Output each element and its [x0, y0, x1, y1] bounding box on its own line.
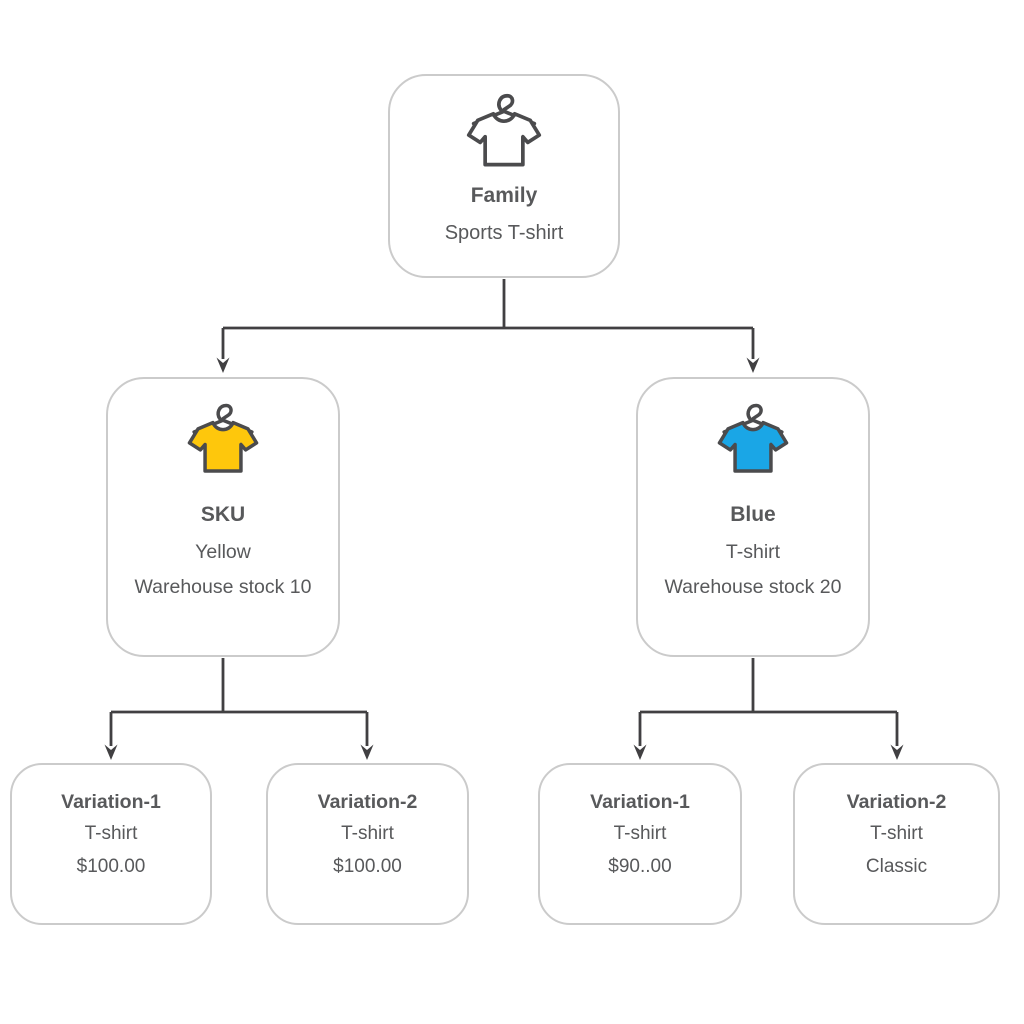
node-variation-title: Variation-2	[317, 791, 418, 813]
node-variation-line1: T-shirt	[870, 823, 923, 844]
node-variation-blue-1: Variation-1 T-shirt $90..00	[538, 763, 742, 925]
node-sku-blue-line1: T-shirt	[725, 541, 781, 563]
node-sku-blue-title: Blue	[730, 503, 776, 526]
node-variation-line1: T-shirt	[341, 823, 394, 844]
node-sku-yellow-line2: Warehouse stock 10	[134, 576, 312, 598]
connector-blue-to-variations	[638, 658, 899, 746]
node-variation-price: $100.00	[333, 856, 402, 877]
hanger-hook	[746, 403, 763, 421]
node-sku-yellow-line1: Yellow	[195, 541, 251, 563]
node-family-title: Family	[470, 184, 538, 207]
node-variation-yellow-2: Variation-2 T-shirt $100.00	[266, 763, 469, 925]
tshirt-on-hanger-icon-blue	[717, 403, 789, 473]
node-sku-blue: Blue T-shirt Warehouse stock 20	[636, 377, 870, 657]
arrow-down-icon	[216, 357, 230, 373]
arrow-down-icon	[633, 744, 647, 760]
node-variation-title: Variation-1	[590, 791, 690, 813]
tshirt-on-hanger-icon-yellow	[187, 403, 259, 473]
hanger-hook	[497, 93, 515, 112]
connector-yellow-to-variations	[109, 658, 369, 746]
node-variation-price: $100.00	[76, 856, 146, 877]
node-variation-yellow-1: Variation-1 T-shirt $100.00	[10, 763, 212, 925]
node-sku-yellow-title: SKU	[200, 503, 246, 526]
node-variation-line1: T-shirt	[84, 823, 138, 844]
arrow-down-icon	[890, 744, 904, 760]
tshirt-body	[717, 420, 789, 473]
node-variation-line1: T-shirt	[613, 823, 667, 844]
tshirt-body	[466, 111, 542, 167]
node-variation-title: Variation-2	[846, 791, 947, 813]
node-variation-price: $90..00	[608, 856, 672, 877]
node-variation-blue-2: Variation-2 T-shirt Classic	[793, 763, 1000, 925]
arrow-down-icon	[360, 744, 374, 760]
hanger-hook	[216, 403, 233, 421]
node-variation-title: Variation-1	[61, 791, 161, 813]
arrow-down-icon	[746, 357, 760, 373]
node-sku-yellow: SKU Yellow Warehouse stock 10	[106, 377, 340, 657]
arrow-down-icon	[104, 744, 118, 760]
node-family: Family Sports T-shirt	[388, 74, 620, 278]
node-family-subtitle: Sports T-shirt	[444, 222, 564, 244]
tshirt-body	[187, 420, 259, 473]
node-variation-label: Classic	[865, 856, 928, 877]
tshirt-on-hanger-icon	[466, 93, 542, 167]
node-sku-blue-line2: Warehouse stock 20	[664, 576, 842, 598]
connector-family-to-skus	[221, 279, 755, 359]
